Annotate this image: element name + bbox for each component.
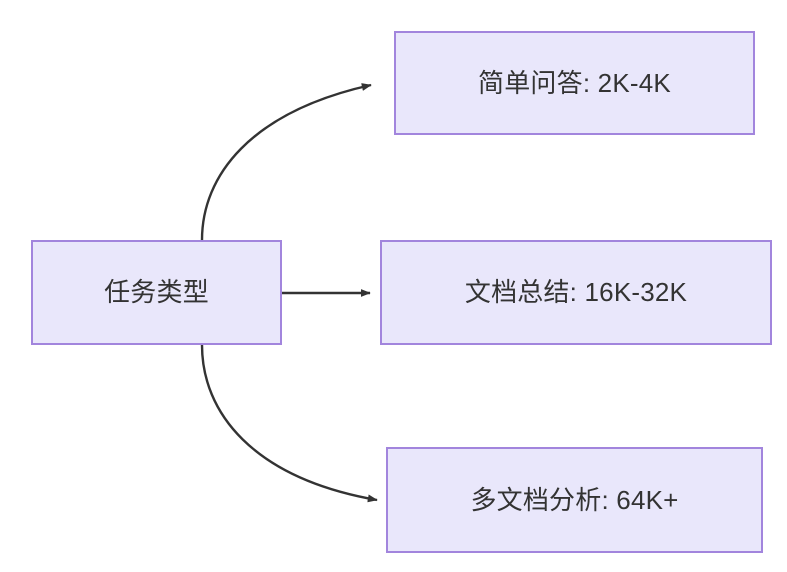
- edge-source-to-simple-qa: [200, 83, 372, 241]
- node-multi-doc-label: 多文档分析: 64K+: [470, 484, 679, 515]
- node-simple-qa[interactable]: 简单问答: 2K-4K: [394, 31, 755, 135]
- node-task-type-label: 任务类型: [104, 277, 209, 308]
- node-multi-doc[interactable]: 多文档分析: 64K+: [386, 447, 763, 553]
- node-doc-summary[interactable]: 文档总结: 16K-32K: [380, 240, 772, 345]
- node-task-type[interactable]: 任务类型: [31, 240, 282, 345]
- node-simple-qa-label: 简单问答: 2K-4K: [478, 67, 671, 98]
- node-doc-summary-label: 文档总结: 16K-32K: [464, 277, 688, 308]
- edge-source-to-multi-doc: [200, 344, 378, 503]
